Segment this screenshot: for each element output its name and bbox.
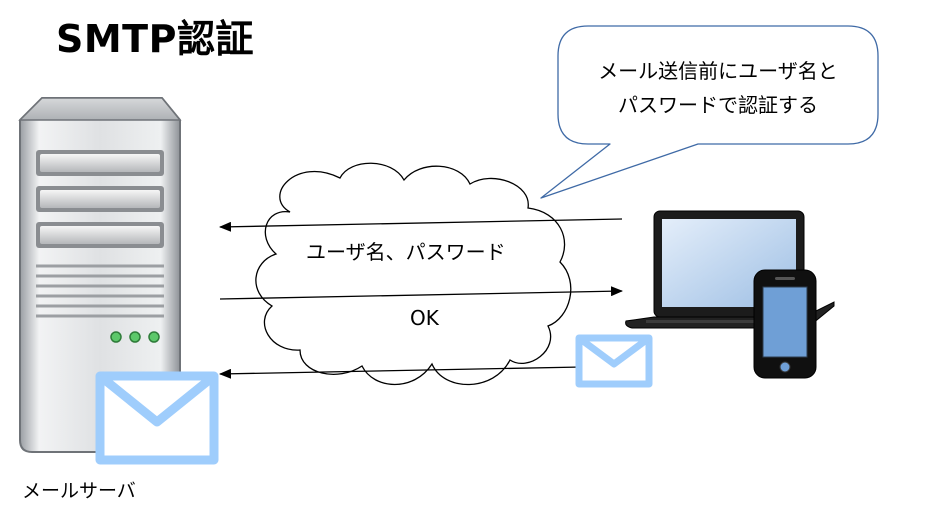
page-title: SMTP認証 <box>56 17 254 61</box>
drive-bay-1 <box>36 150 164 176</box>
arrow-mail-send <box>219 366 583 379</box>
smartphone-icon <box>753 269 817 379</box>
network-cloud-icon <box>255 162 572 386</box>
credentials-message-label: ユーザ名、パスワード <box>306 240 506 264</box>
speech-bubble-line: パスワードで認証する <box>618 93 818 117</box>
arrow-credentials <box>219 218 623 232</box>
ok-message-label: OK <box>410 306 439 330</box>
drive-bay-2 <box>36 186 164 212</box>
mail-envelope-icon <box>95 371 219 465</box>
small-mail-envelope-icon <box>575 334 653 388</box>
drive-bay-3 <box>36 222 164 248</box>
vent-grille <box>36 264 164 318</box>
status-leds <box>110 331 160 343</box>
mail-server-icon <box>18 97 182 453</box>
speech-bubble <box>540 25 879 199</box>
arrow-ok <box>219 286 623 300</box>
speech-bubble-text: メール送信前にユーザ名と パスワードで認証する <box>562 54 874 122</box>
mail-server-label: メールサーバ <box>22 480 136 502</box>
speech-bubble-line: メール送信前にユーザ名と <box>598 59 838 83</box>
